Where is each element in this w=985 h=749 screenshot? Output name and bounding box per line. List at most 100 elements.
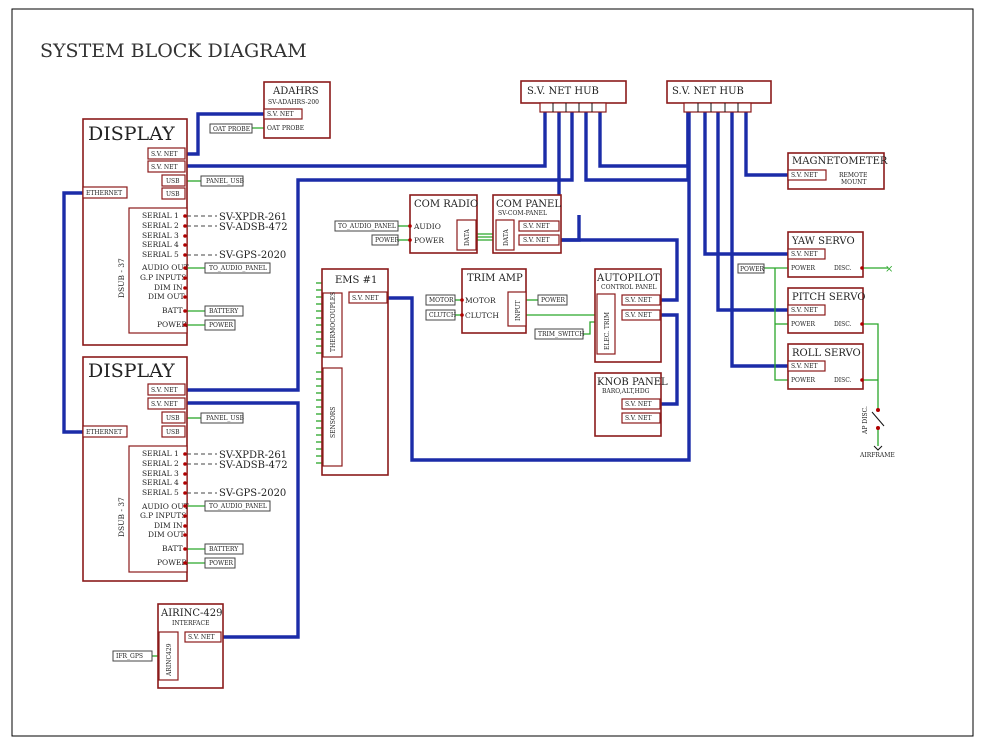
trim-amp-unit: TRIM AMP MOTOR CLUTCH INPUT MOTOR CLUTCH… [425, 268, 568, 334]
display-2-adsb: SV-ADSB-472 [219, 460, 288, 471]
yaw-servo-port-svnet: S.V. NET [791, 251, 818, 258]
magnetometer-note-2: MOUNT [841, 179, 866, 186]
com-panel-port-svnet-1: S.V. NET [523, 223, 550, 230]
ems-sensors: SENSORS [330, 407, 337, 438]
adahrs-unit: ADAHRS SV-ADAHRS-200 S.V. NET OAT PROBE … [209, 81, 331, 139]
adahrs-tag-oat: OAT PROBE [213, 126, 250, 133]
display-1-serial-1: SERIAL 1 [142, 211, 179, 220]
display-2-port-usb-2: USB [166, 429, 180, 436]
display-1: DISPLAY S.V. NET S.V. NET USB USB ETHERN… [82, 118, 288, 346]
com-radio-unit: COM RADIO AUDIO POWER DATA TO_AUDIO_PANE… [334, 194, 478, 254]
arinc-port-svnet: S.V. NET [188, 634, 215, 641]
com-radio-tag-power: POWER [375, 237, 400, 244]
com-radio-port-audio: AUDIO [413, 222, 441, 231]
display-1-tag-audio: TO_AUDIO_PANEL [209, 265, 267, 272]
display-2-port-svnet-1: S.V. NET [151, 387, 178, 394]
display-2-serial-1: SERIAL 1 [142, 449, 179, 458]
adahrs-port-oat: OAT PROBE [267, 125, 304, 132]
display-2-serial-2: SERIAL 2 [142, 459, 179, 468]
trim-amp-tag-clutch: CLUTCH [429, 312, 456, 319]
yaw-servo-unit: YAW SERVO S.V. NET POWER DISC. POWER × [737, 231, 893, 278]
autopilot-port-svnet-1: S.V. NET [625, 297, 652, 304]
arinc-title: AIRINC-429 [160, 608, 223, 619]
roll-servo-title: ROLL SERVO [792, 348, 861, 359]
autopilot-tag-trim-switch: TRIM_SWITCH [538, 331, 585, 338]
display-2: DISPLAY S.V. NET S.V. NET USB USB ETHERN… [82, 356, 288, 582]
display-1-audio-out: AUDIO OUT [141, 263, 189, 272]
display-2-serial-3: SERIAL 3 [142, 469, 179, 478]
trim-amp-input: INPUT [515, 300, 522, 321]
display-1-adsb: SV-ADSB-472 [219, 222, 288, 233]
pitch-servo-port-svnet: S.V. NET [791, 307, 818, 314]
yaw-servo-title: YAW SERVO [791, 236, 855, 247]
diagram-title: SYSTEM BLOCK DIAGRAM [40, 40, 307, 62]
pitch-servo-port-power: POWER [791, 321, 816, 328]
autopilot-title: AUTOPILOT [596, 273, 660, 284]
display-2-serial-5: SERIAL 5 [142, 488, 179, 497]
display-2-tag-power: POWER [209, 560, 234, 567]
display-1-serial-5: SERIAL 5 [142, 250, 179, 259]
ap-disc-label: AP DISC. [862, 406, 869, 435]
roll-servo-disc: DISC. [834, 377, 852, 384]
display-2-dim-in: DIM IN [154, 521, 183, 530]
display-1-serial-2: SERIAL 2 [142, 221, 179, 230]
sv-net-hub-1: S.V. NET HUB [520, 80, 627, 113]
trim-amp-port-motor: MOTOR [465, 296, 496, 305]
power-signal-wiring [152, 127, 888, 657]
ap-disc-switch: AP DISC. AIRFRAME [859, 406, 895, 459]
knob-panel-unit: KNOB PANEL BARO,ALT,HDG S.V. NET S.V. NE… [594, 372, 668, 437]
display-2-power: POWER [157, 558, 187, 567]
com-panel-unit: COM PANEL SV-COM-PANEL DATA S.V. NET S.V… [492, 194, 562, 254]
roll-servo-port-svnet: S.V. NET [791, 363, 818, 370]
display-2-gp-inputs: G.P INPUTS [140, 511, 186, 520]
magnetometer-note-1: REMOTE [839, 172, 867, 179]
display-1-port-usb-1: USB [166, 178, 180, 185]
display-2-xpdr: SV-XPDR-261 [219, 450, 287, 461]
trim-amp-port-clutch: CLUTCH [465, 311, 499, 320]
display-1-port-svnet-2: S.V. NET [151, 164, 178, 171]
ems-title: EMS #1 [335, 275, 377, 286]
display-1-serial-3: SERIAL 3 [142, 231, 179, 240]
display-1-dsub-label: DSUB - 37 [117, 258, 126, 298]
autopilot-port-svnet-2: S.V. NET [625, 312, 652, 319]
display-1-tag-panel-usb: PANEL_USB [206, 178, 245, 185]
display-1-power: POWER [157, 320, 187, 329]
knob-panel-sub: BARO,ALT,HDG [602, 388, 650, 395]
yaw-servo-tag-power: POWER [740, 266, 765, 273]
display-1-dim-out: DIM OUT [148, 292, 185, 301]
display-1-ethernet-port: ETHERNET [86, 190, 122, 197]
knob-panel-port-svnet-1: S.V. NET [625, 401, 652, 408]
display-1-port-svnet-1: S.V. NET [151, 151, 178, 158]
display-1-batt: BATT [162, 306, 183, 315]
display-2-port-svnet-2: S.V. NET [151, 401, 178, 408]
page-frame [11, 8, 974, 737]
display-2-gps: SV-GPS-2020 [219, 488, 286, 499]
hub-1-title: S.V. NET HUB [527, 86, 599, 97]
magnetometer-port: S.V. NET [791, 172, 818, 179]
display-2-port-usb-1: USB [166, 415, 180, 422]
com-radio-port-power: POWER [414, 236, 444, 245]
ethernet-link [62, 191, 84, 434]
arinc-inner-label: ARINC429 [166, 643, 173, 677]
display-1-gp-inputs: G.P INPUTS [140, 273, 186, 282]
display-2-tag-panel-usb: PANEL_USB [206, 415, 245, 422]
arinc-sub: INTERFACE [172, 620, 209, 627]
magnetometer-title: MAGNETOMETER [792, 156, 888, 167]
knob-panel-port-svnet-2: S.V. NET [625, 415, 652, 422]
autopilot-elec-trim: ELEC. TRIM [604, 312, 611, 350]
display-2-dsub-label: DSUB - 37 [117, 497, 126, 537]
display-1-port-usb-2: USB [166, 191, 180, 198]
ems-thermocouples: THERMOCOUPLES [330, 292, 337, 352]
display-1-dim-in: DIM IN [154, 283, 183, 292]
adahrs-port-svnet: S.V. NET [267, 111, 294, 118]
display-2-dim-out: DIM OUT [148, 530, 185, 539]
com-panel-port-svnet-2: S.V. NET [523, 237, 550, 244]
ems-unit: EMS #1 S.V. NET THERMOCOUPLES SENSORS [321, 268, 389, 476]
trim-amp-title: TRIM AMP [467, 273, 523, 284]
display-1-title: DISPLAY [88, 123, 175, 145]
display-2-audio-out: AUDIO OUT [141, 502, 189, 511]
com-radio-data: DATA [464, 229, 471, 246]
roll-servo-port-power: POWER [791, 377, 816, 384]
com-panel-title: COM PANEL [496, 199, 561, 210]
